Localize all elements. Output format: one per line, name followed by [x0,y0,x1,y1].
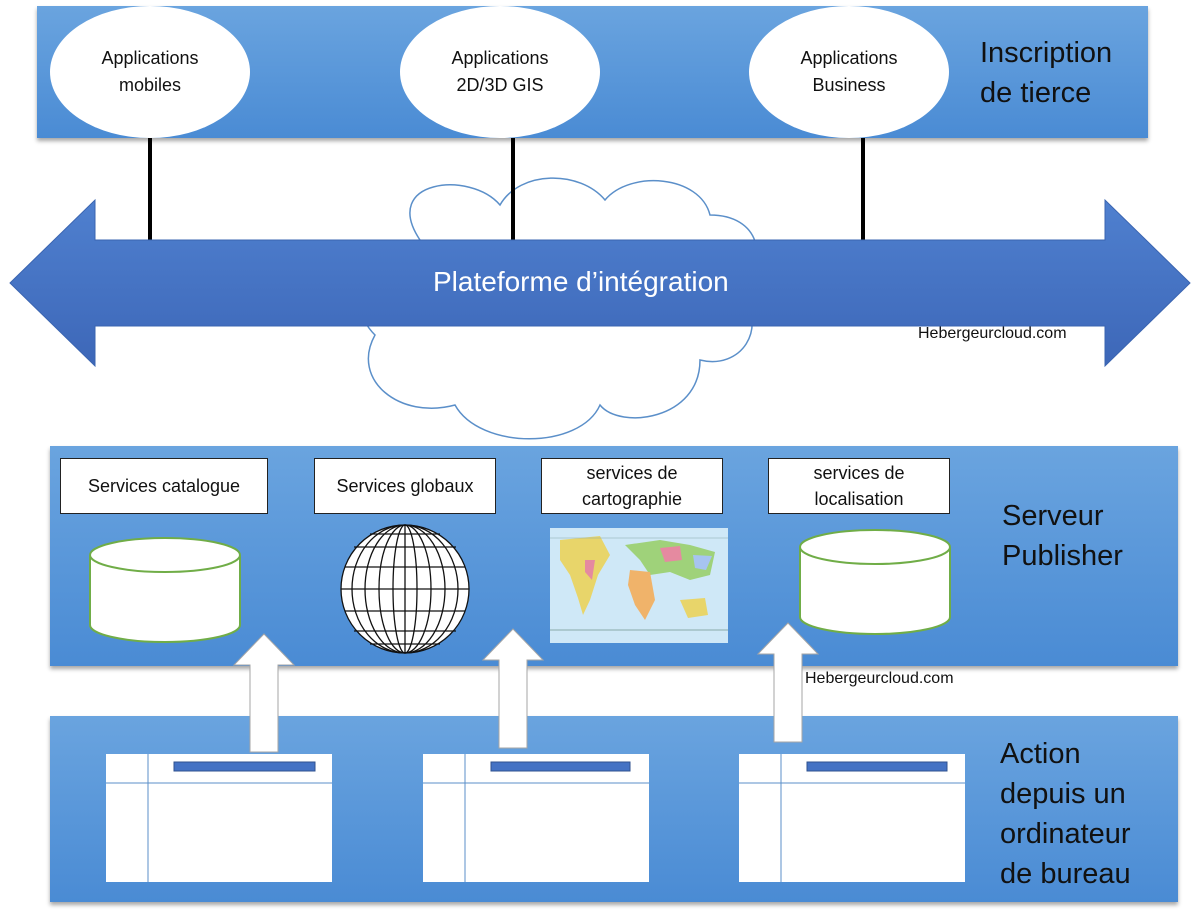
upload-arrow-1 [232,633,296,753]
third-party-title: Inscription de tierce [980,37,1113,109]
app-oval-mobile: Applications mobiles [50,6,250,138]
service-box-catalogue: Services catalogue [60,458,268,514]
world-map-image [550,528,728,643]
desktop-window-2 [423,754,649,882]
database-cylinder-localisation [799,529,951,635]
app-oval-business: Applications Business [749,6,949,138]
platform-label: Plateforme d’intégration [433,266,729,297]
desktop-title: Action depuis un ordinateur de bureau [1000,738,1131,890]
service-box-localisation: services de localisation [768,458,950,514]
publisher-title: Serveur Publisher [1002,500,1123,572]
upload-arrow-2 [481,628,545,749]
connector-line-business [861,138,865,248]
database-cylinder-catalogue [89,537,241,643]
watermark-bottom: Hebergeurcloud.com [805,670,954,687]
connector-line-gis [511,138,515,248]
app-oval-gis: Applications 2D/3D GIS [400,6,600,138]
service-box-global: Services globaux [314,458,496,514]
globe-icon [340,524,470,654]
watermark-top: Hebergeurcloud.com [918,325,1067,342]
connector-line-mobile [148,138,152,248]
service-box-cartography: services de cartographie [541,458,723,514]
platform-double-arrow [9,198,1191,368]
desktop-window-1 [106,754,332,882]
upload-arrow-3 [756,622,820,743]
desktop-window-3 [739,754,965,882]
